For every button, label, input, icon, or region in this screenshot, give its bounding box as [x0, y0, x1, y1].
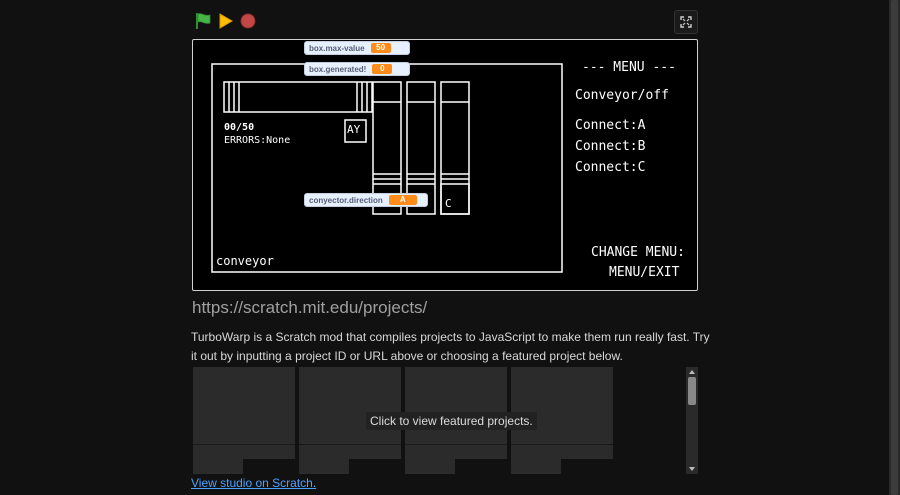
- scroll-down-icon[interactable]: [689, 467, 695, 471]
- playfield-frame: [211, 63, 563, 273]
- project-stage[interactable]: box.max-value 50 box.generated! 0 conyec…: [192, 39, 698, 291]
- featured-scrollbar[interactable]: [686, 367, 698, 474]
- monitor-label: conyector.direction: [309, 195, 383, 205]
- box-c: [440, 183, 470, 215]
- conveyor-label: conveyor: [216, 254, 274, 268]
- menu-item-connect-a: Connect:A: [575, 118, 646, 133]
- page-scrollbar[interactable]: [889, 0, 900, 495]
- featured-project-tile[interactable]: [193, 367, 295, 474]
- featured-tooltip[interactable]: Click to view featured projects.: [366, 412, 537, 430]
- conveyor-horizontal: [223, 81, 373, 113]
- play-icon[interactable]: [217, 12, 235, 30]
- monitor-box-generated[interactable]: box.generated! 0: [304, 62, 410, 76]
- green-flag-icon[interactable]: [194, 12, 212, 30]
- project-url-text: https://scratch.mit.edu/projects/: [192, 298, 428, 317]
- menu-item-connect-c: Connect:C: [575, 160, 646, 175]
- monitor-value: 0: [372, 64, 393, 74]
- menu-item-conveyor: Conveyor/off: [575, 88, 669, 103]
- menu-exit-text: MENU/EXIT: [609, 265, 680, 280]
- box-ay: [344, 119, 367, 143]
- page-scrollbar-thumb[interactable]: [891, 0, 898, 495]
- conveyor-vertical-a: [372, 81, 402, 215]
- monitor-label: box.max-value: [309, 43, 365, 53]
- errors-text: ERRORS:None: [224, 135, 291, 146]
- stage-controls: [192, 10, 698, 34]
- box-ay-label: AY: [347, 123, 361, 136]
- description-text: TurboWarp is a Scratch mod that compiles…: [191, 330, 710, 363]
- monitor-label: box.generated!: [309, 64, 367, 74]
- monitor-value: 50: [370, 43, 391, 53]
- view-studio-link[interactable]: View studio on Scratch.: [191, 476, 317, 490]
- featured-project-tile[interactable]: [299, 367, 401, 474]
- change-menu-text: CHANGE MENU:: [591, 245, 685, 260]
- monitor-value: A: [388, 195, 417, 205]
- counter-text: 00/50: [224, 122, 255, 133]
- fullscreen-button[interactable]: [674, 10, 698, 34]
- fullscreen-icon: [680, 16, 692, 28]
- box-c-label: C: [445, 197, 452, 210]
- menu-title: --- MENU ---: [582, 60, 676, 75]
- monitor-box-max-value[interactable]: box.max-value 50: [304, 41, 410, 55]
- scroll-up-icon[interactable]: [689, 370, 695, 374]
- monitor-conveyor-direction[interactable]: conyector.direction A: [304, 193, 428, 207]
- conveyor-vertical-b: [406, 81, 436, 215]
- menu-item-connect-b: Connect:B: [575, 139, 646, 154]
- featured-scrollbar-thumb[interactable]: [688, 377, 696, 405]
- stop-icon[interactable]: [239, 12, 257, 30]
